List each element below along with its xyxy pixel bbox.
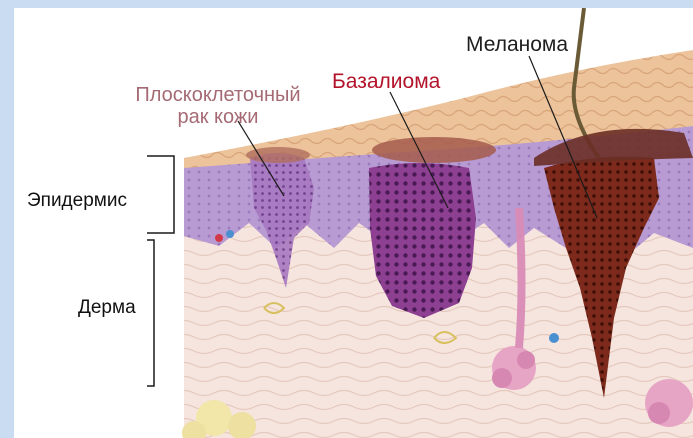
frame-left-border [0,0,14,438]
derma-label: Дерма [78,298,136,319]
squamous-label-line1: Плоскоклеточный [108,84,328,106]
squamous-cell-carcinoma-label: Плоскоклеточный рак кожи [108,84,328,128]
melanoma-label: Меланома [466,33,568,56]
frame-top-border [0,0,693,8]
basalioma-label: Базалиома [332,70,440,93]
blood-cell [226,230,234,238]
blood-cell [549,333,559,343]
sweat-gland-right [645,379,693,427]
derma-bracket [147,240,154,386]
squamous-label-line2: рак кожи [108,106,328,128]
epidermis-bracket [147,156,174,233]
basalioma-lesion-surface [372,137,496,163]
epidermis-label: Эпидермис [27,191,127,212]
blood-cell [215,234,223,242]
illustration-canvas: Плоскоклеточный рак кожи Базалиома Мелан… [14,8,693,438]
